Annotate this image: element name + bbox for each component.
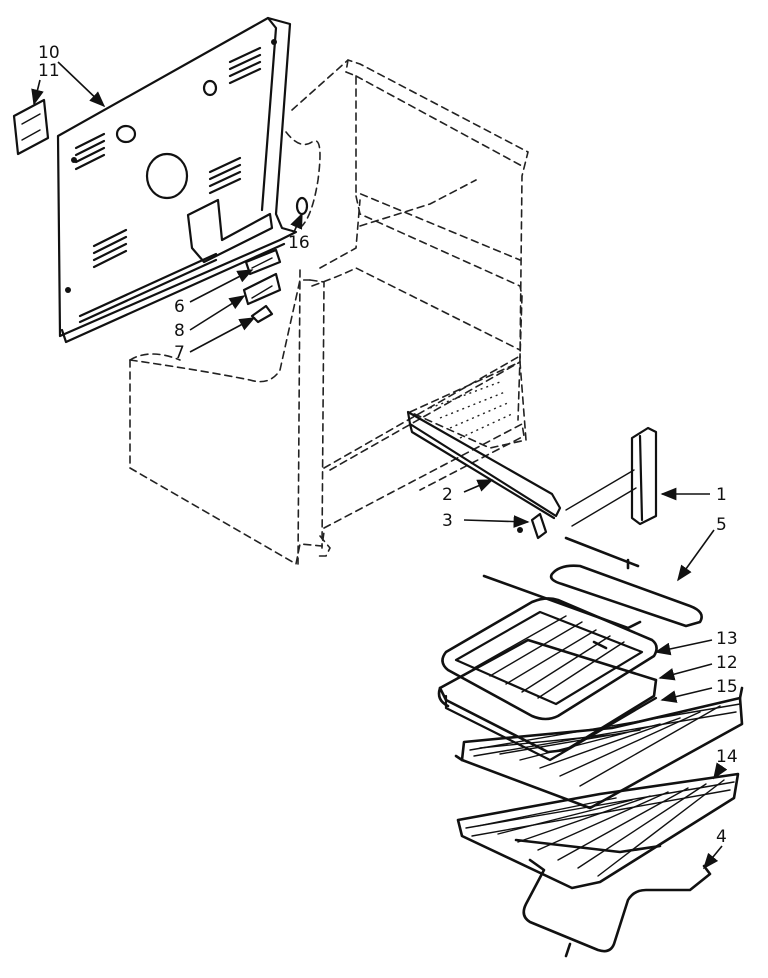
side-rail	[406, 410, 562, 520]
callout-3: 3	[442, 511, 453, 531]
rear-panel	[56, 16, 298, 344]
callout-11: 11	[38, 61, 60, 81]
callout-labels: 10 11 16 6 8 7 2 3 1 5 13 12 15 14 4	[38, 43, 738, 847]
callout-10: 10	[38, 43, 60, 63]
vent-slots	[74, 46, 262, 269]
callout-8: 8	[174, 321, 185, 341]
mounting-plate	[12, 98, 50, 156]
callout-leaders	[31, 61, 728, 870]
callout-7: 7	[174, 343, 185, 363]
callout-16: 16	[288, 233, 310, 253]
terminal-block	[242, 248, 282, 324]
callout-12: 12	[716, 653, 738, 673]
callout-14: 14	[716, 747, 738, 767]
callout-5: 5	[716, 515, 727, 535]
oven-rack-lower	[456, 772, 740, 890]
broil-element	[482, 536, 703, 650]
grommet	[295, 196, 309, 216]
callout-15: 15	[716, 677, 738, 697]
oven-body-outline	[129, 59, 529, 566]
callout-1: 1	[716, 485, 727, 505]
oven-rack-upper	[454, 686, 744, 810]
bake-element	[514, 838, 712, 958]
callout-4: 4	[716, 827, 727, 847]
callout-2: 2	[442, 485, 453, 505]
callout-13: 13	[716, 629, 738, 649]
rack-support-bracket	[565, 426, 658, 527]
broiler-pan-assembly	[437, 597, 658, 762]
callout-6: 6	[174, 297, 185, 317]
rail-clip	[517, 512, 548, 540]
